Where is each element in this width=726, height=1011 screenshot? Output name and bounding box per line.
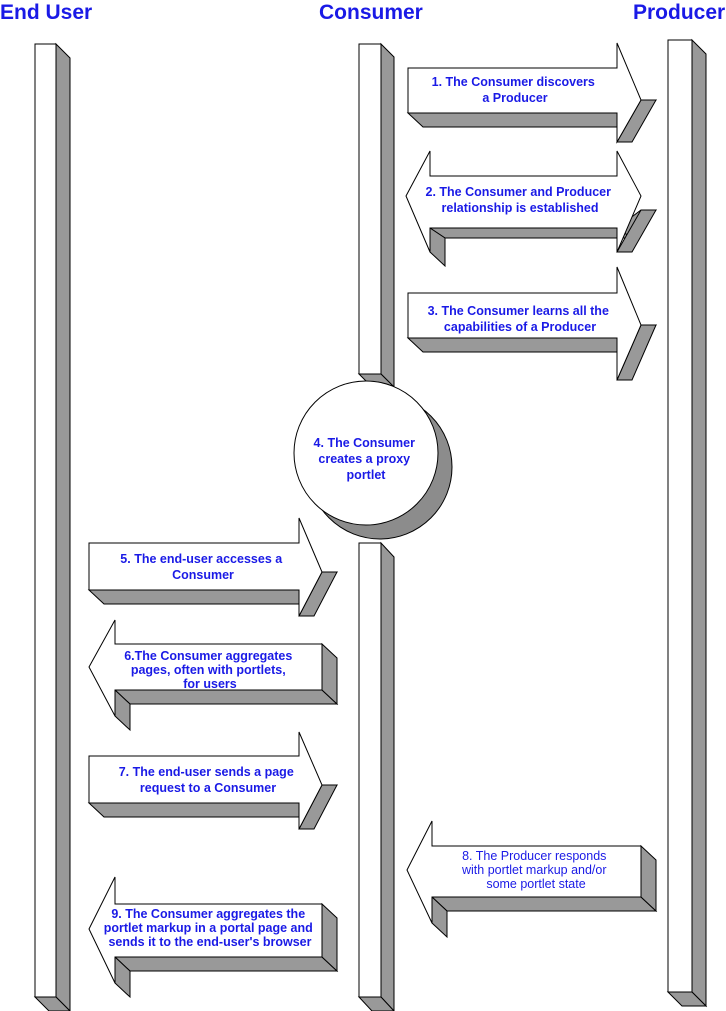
step-1-line-1: 1. The Consumer discovers	[432, 75, 595, 89]
step-4-label: 4. The Consumer creates a proxy portlet	[314, 436, 419, 482]
step-9-line-3: sends it to the end-user's browser	[108, 935, 311, 949]
producer-lifeline	[666, 38, 708, 1008]
step-4-line-2: creates a proxy	[318, 452, 410, 466]
step-8-label: 8. The Producer responds with portlet ma…	[461, 849, 610, 891]
step-6-line-1: 6.The Consumer aggregates	[124, 649, 292, 663]
step-9-label: 9. The Consumer aggregates the portlet m…	[104, 907, 317, 949]
step-5-line-2: Consumer	[172, 568, 234, 582]
step-1-label: 1. The Consumer discovers a Producer	[432, 75, 599, 105]
step-4-circle	[293, 380, 453, 540]
step-9-arrow	[88, 876, 339, 999]
step-8-arrow	[406, 820, 658, 939]
consumer-header: Consumer	[319, 1, 423, 24]
step-6-line-2: pages, often with portlets,	[131, 663, 286, 677]
step-5-label: 5. The end-user accesses a Consumer	[120, 552, 285, 582]
step-3-arrow	[406, 266, 658, 381]
step-8-line-3: some portlet state	[486, 877, 585, 891]
producer-header: Producer	[633, 1, 725, 24]
step-5-line-1: 5. The end-user accesses a	[120, 552, 283, 566]
step-8-line-1: 8. The Producer responds	[462, 849, 606, 863]
step-3-line-1: 3. The Consumer learns all the	[428, 304, 609, 318]
step-2-arrow	[405, 150, 658, 268]
step-5-arrow	[87, 517, 338, 617]
consumer-lifeline-upper	[357, 42, 396, 389]
step-4-line-1: 4. The Consumer	[314, 436, 416, 450]
step-2-label: 2. The Consumer and Producer relationshi…	[426, 185, 615, 215]
consumer-lifeline-lower	[357, 541, 395, 1011]
step-7-line-1: 7. The end-user sends a page	[119, 765, 294, 779]
end-user-header: End User	[0, 1, 92, 24]
step-9-line-1: 9. The Consumer aggregates the	[111, 907, 305, 921]
step-3-label: 3. The Consumer learns all the capabilit…	[428, 304, 613, 334]
step-9-line-2: portlet markup in a portal page and	[104, 921, 313, 935]
step-1-arrow	[406, 42, 658, 144]
step-1-line-2: a Producer	[482, 91, 547, 105]
step-8-line-2: with portlet markup and/or	[461, 863, 607, 877]
step-6-line-3: for users	[183, 677, 237, 691]
step-3-line-2: capabilities of a Producer	[444, 320, 596, 334]
step-4-line-3: portlet	[347, 468, 387, 482]
step-7-arrow	[87, 731, 338, 830]
step-6-arrow	[88, 619, 339, 732]
end-user-lifeline	[33, 42, 71, 1011]
step-6-label: 6.The Consumer aggregates pages, often w…	[124, 649, 296, 691]
step-7-line-2: request to a Consumer	[140, 781, 276, 795]
step-2-line-1: 2. The Consumer and Producer	[426, 185, 612, 199]
step-2-line-2: relationship is established	[442, 201, 599, 215]
step-7-label: 7. The end-user sends a page request to …	[119, 765, 298, 795]
